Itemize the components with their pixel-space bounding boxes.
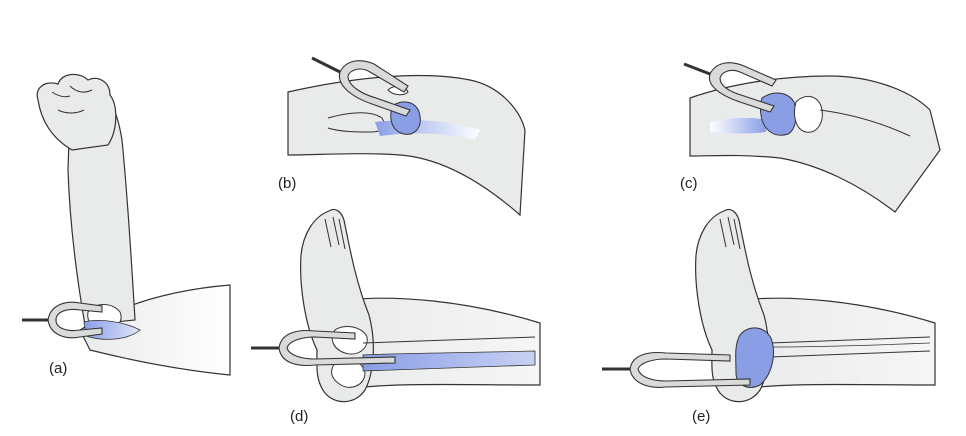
- knee-illustration: [689, 75, 941, 213]
- tuning-fork-icon: [22, 301, 103, 339]
- panel-label-e: (e): [692, 408, 711, 425]
- tuning-fork-icon: [683, 62, 777, 113]
- tuning-fork-icon: [311, 56, 411, 117]
- panel-d: (d): [245, 205, 560, 435]
- panel-e: (e): [600, 205, 950, 435]
- panel-label-a: (a): [49, 360, 68, 377]
- tuning-fork-icon: [251, 329, 396, 367]
- panel-a: (a): [0, 0, 240, 400]
- panel-c: (c): [670, 40, 950, 230]
- panel-label-d: (d): [290, 408, 309, 425]
- panel-label-c: (c): [680, 175, 698, 192]
- foot-ankle-illustration: [300, 208, 541, 403]
- panel-label-b: (b): [278, 175, 297, 192]
- panel-b: (b): [270, 40, 530, 220]
- tuning-fork-icon: [602, 351, 751, 388]
- foot-ankle-illustration: [695, 208, 936, 403]
